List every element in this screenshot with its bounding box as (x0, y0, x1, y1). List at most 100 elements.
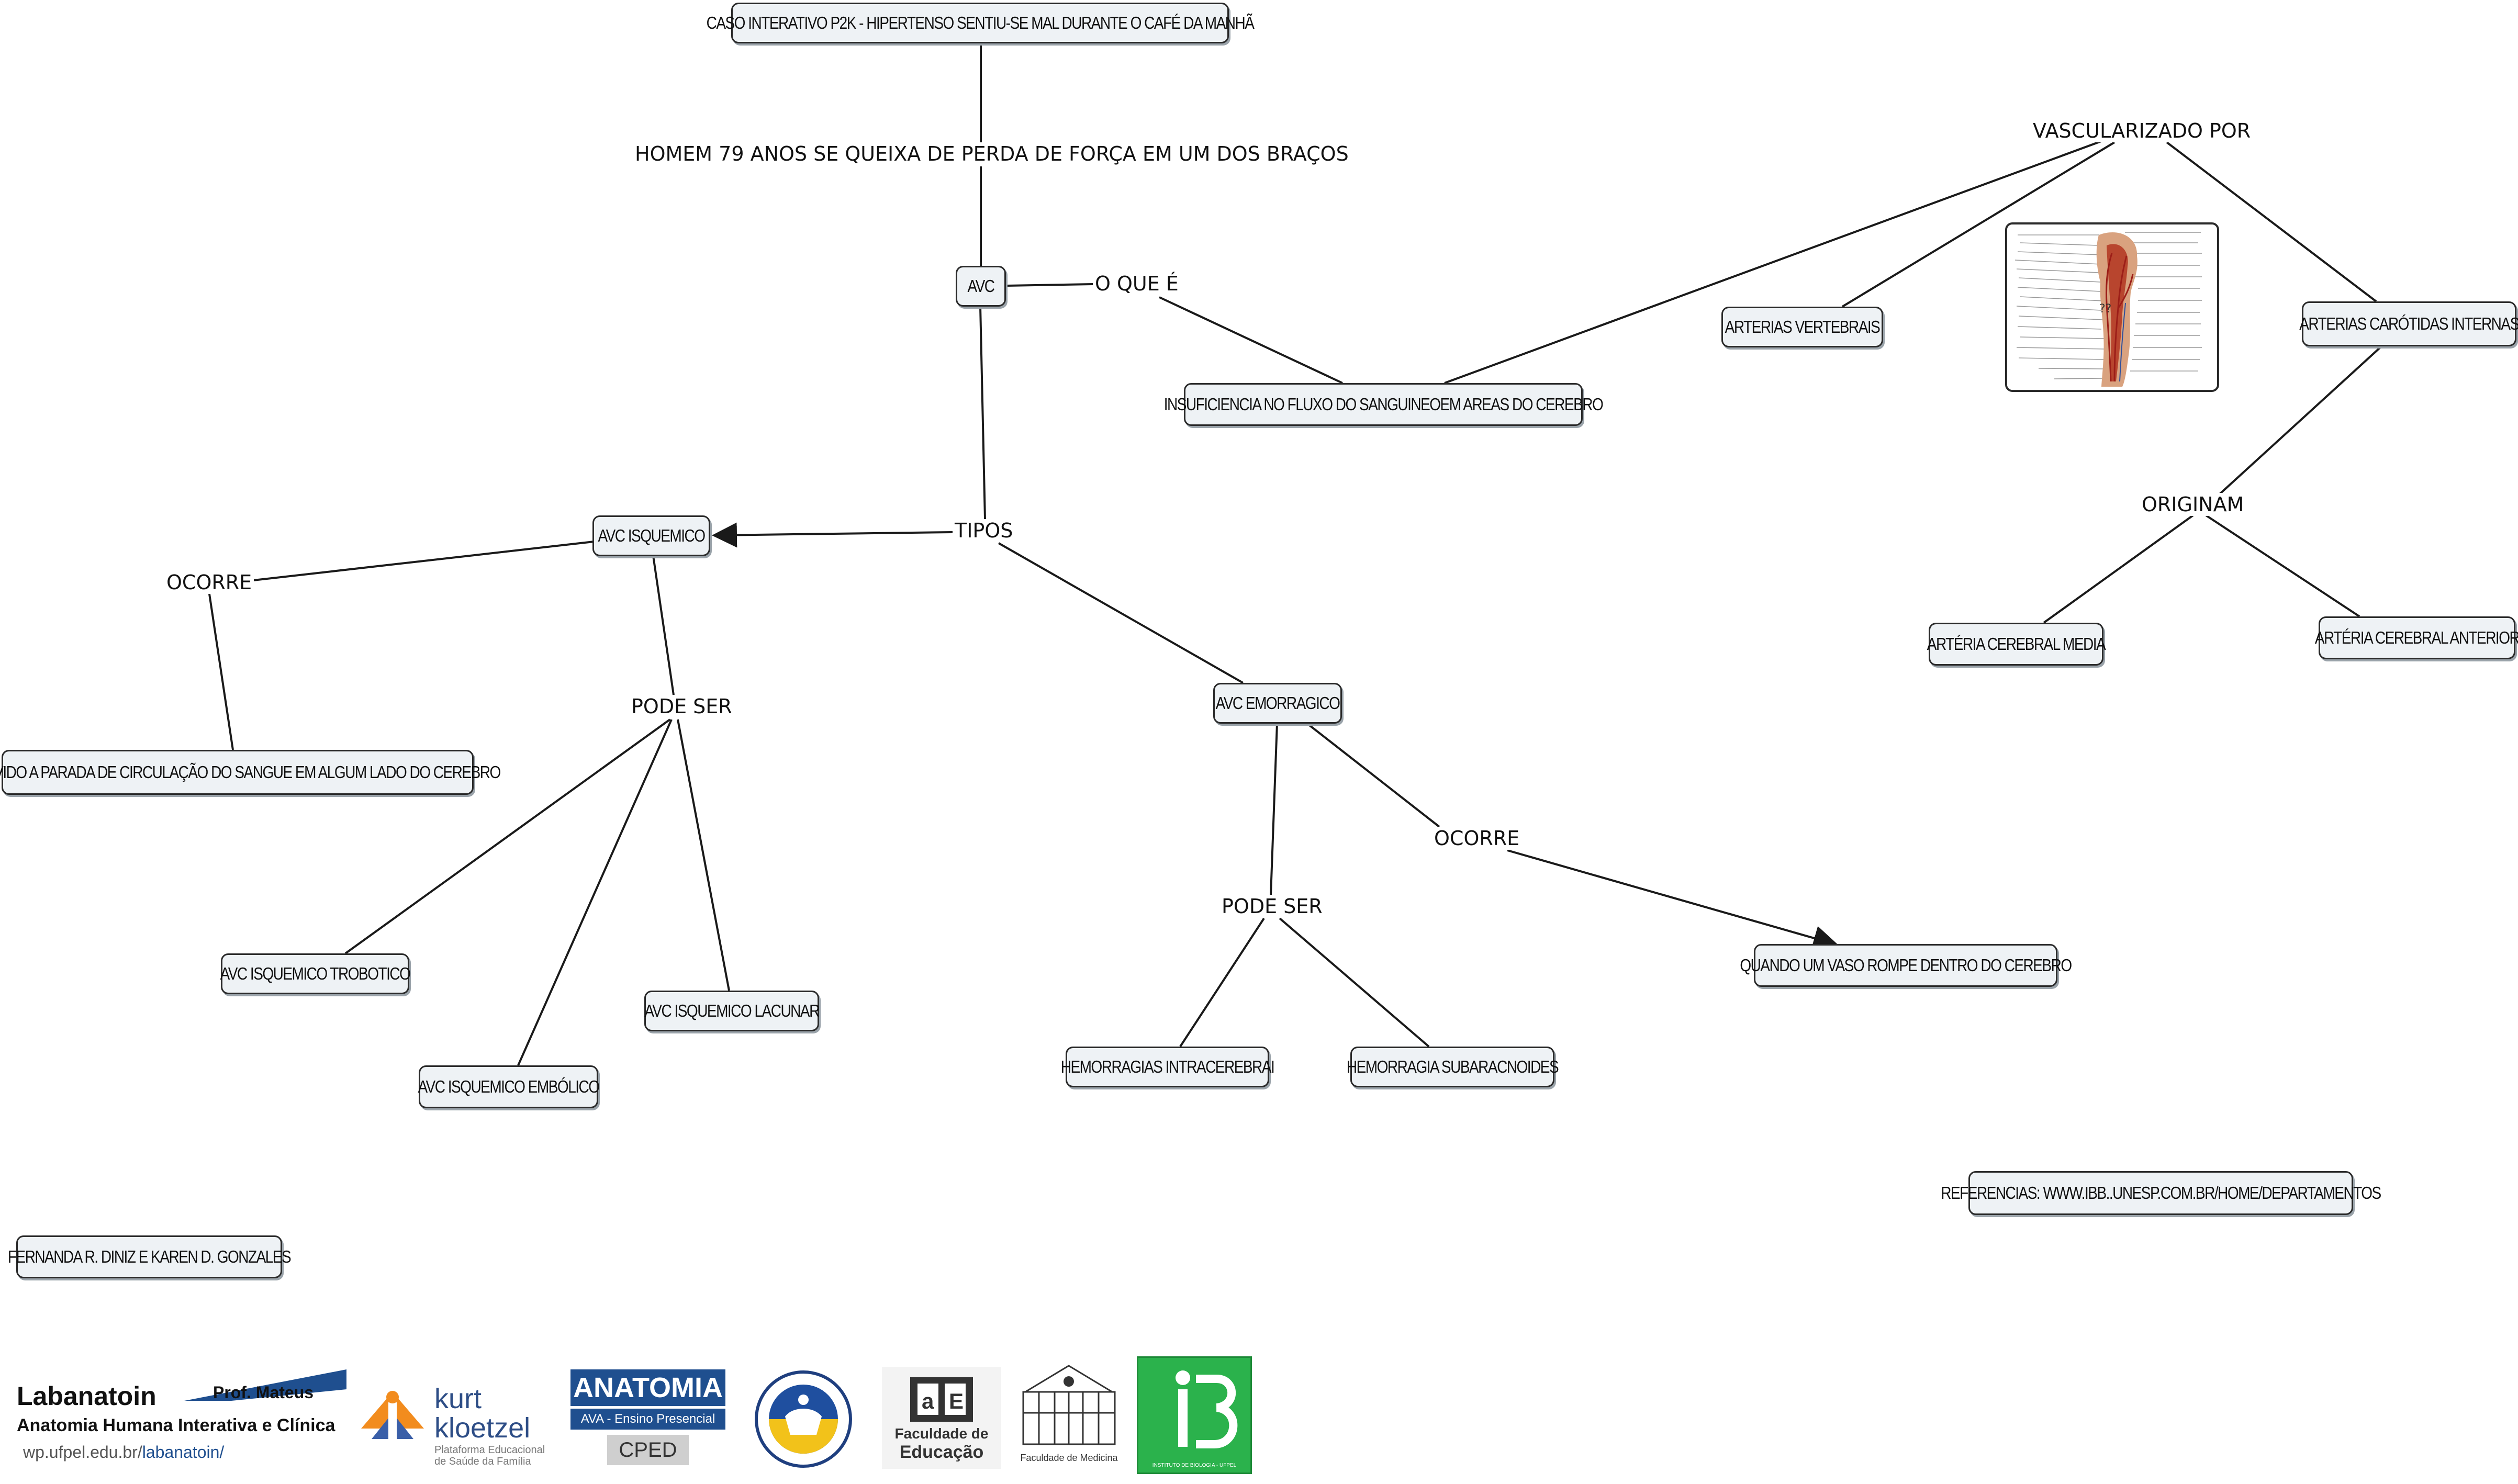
node-avc-isquemico-trobotico-text: AVC ISQUEMICO TROBOTICO (220, 963, 411, 983)
link-tipos-emorragico (998, 542, 1244, 684)
link-podeser-intracerebrai (1179, 917, 1265, 1048)
labanatoin-url[interactable]: wp.ufpel.edu.br/labanatoin/ (23, 1443, 224, 1462)
node-autores-text: FERNANDA R. DINIZ E KAREN D. GONZALES (7, 1246, 292, 1266)
faculdade-medicina-logo[interactable]: Faculdade de Medicina (1013, 1361, 1125, 1470)
kurt-line1: kurt (434, 1383, 482, 1414)
node-hemorragias-intracerebrai[interactable]: HEMORRAGIAS INTRACEREBRAI (1061, 1047, 1275, 1087)
node-autores[interactable]: FERNANDA R. DINIZ E KAREN D. GONZALES (8, 1235, 292, 1278)
label-o-que-e: O QUE É (1093, 272, 1181, 295)
node-arterias-vertebrais[interactable]: ARTERIAS VERTEBRAIS (1721, 307, 1883, 347)
fae-line1: Faculdade de (894, 1425, 989, 1442)
head-neck-vessels-illustration: ?? (2007, 224, 2217, 390)
link-oquee-insuficiencia (1159, 296, 1343, 384)
node-hemorragia-subaracnoides[interactable]: HEMORRAGIA SUBARACNOIDES (1347, 1047, 1559, 1087)
kurt-sub2: de Saúde da Família (434, 1456, 531, 1467)
node-avc-isquemico-trobotico[interactable]: AVC ISQUEMICO TROBOTICO (220, 953, 411, 994)
anatomia-title: ANATOMIA (570, 1369, 725, 1406)
node-avc-isquemico[interactable]: AVC ISQUEMICO (592, 515, 710, 556)
medicina-building-icon (1022, 1365, 1116, 1445)
node-arteria-cerebral-anterior-text: ARTÉRIA CEREBRAL ANTERIOR (2314, 627, 2518, 647)
link-isquemico-ocorre (248, 541, 595, 582)
link-ocorre-devido (208, 593, 234, 750)
labanatoin-url-base: wp.ufpel.edu.br/ (23, 1443, 142, 1461)
anatomia-sub: AVA - Ensino Presencial (570, 1409, 725, 1430)
link-podeser-lacunar (677, 719, 730, 991)
node-case-title-text: CASO INTERATIVO P2K - HIPERTENSO SENTIU-… (706, 13, 1255, 32)
fae-line2: Educação (899, 1442, 984, 1462)
node-avc-isquemico-lacunar-text: AVC ISQUEMICO LACUNAR (644, 1000, 820, 1020)
labanatoin-url-path: labanatoin/ (142, 1443, 225, 1461)
link-podeser-trobotico (344, 718, 671, 954)
ib-caption: INSTITUTO DE BIOLOGIA - UFPEL (1152, 1463, 1237, 1468)
svg-text:a: a (922, 1389, 934, 1413)
labanatoin-title: Labanatoin (17, 1381, 156, 1411)
instituto-biologia-logo[interactable]: INSTITUTO DE BIOLOGIA - UFPEL (1137, 1356, 1252, 1474)
label-vascularizado-por: VASCULARIZADO POR (2031, 119, 2253, 142)
kurt-kloetzel-icon (361, 1391, 424, 1449)
link-emorragico-podeser (1270, 723, 1278, 895)
node-avc-isquemico-lacunar[interactable]: AVC ISQUEMICO LACUNAR (644, 991, 820, 1031)
node-hemorragias-intracerebrai-text: HEMORRAGIAS INTRACEREBRAI (1060, 1056, 1275, 1076)
link-originam-media (2043, 514, 2194, 624)
anatomy-image-node[interactable]: ?? (2005, 222, 2219, 392)
node-arteria-cerebral-media-text: ARTÉRIA CEREBRAL MEDIA (1927, 634, 2106, 654)
node-avc-isquemico-text: AVC ISQUEMICO (598, 525, 706, 545)
link-avc-oquee (1005, 283, 1093, 287)
link-originam-anterior (2205, 514, 2360, 617)
node-hemorragia-subaracnoides-text: HEMORRAGIA SUBARACNOIDES (1346, 1056, 1559, 1076)
node-avc[interactable]: AVC (956, 266, 1006, 307)
image-caption: ?? (2099, 302, 2111, 316)
node-avc-isquemico-embolico[interactable]: AVC ISQUEMICO EMBÓLICO (418, 1065, 600, 1108)
university-seal-logo[interactable] (754, 1369, 853, 1469)
node-quando-vaso-rompe-text: QUANDO UM VASO ROMPE DENTRO DO CEREBRO (1740, 955, 2072, 975)
node-quando-vaso-rompe[interactable]: QUANDO UM VASO ROMPE DENTRO DO CEREBRO (1740, 944, 2072, 987)
label-tipos: TIPOS (953, 519, 1015, 542)
link-emorragico-ocorre (1306, 723, 1440, 828)
node-arteria-cerebral-anterior[interactable]: ARTÉRIA CEREBRAL ANTERIOR (2315, 616, 2518, 659)
node-avc-emorragico-text: AVC EMORRAGICO (1215, 693, 1340, 713)
ib-mark-icon (1176, 1370, 1238, 1448)
labanatoin-banner-shape (184, 1369, 346, 1401)
labanatoin-logo[interactable]: Labanatoin Prof. Mateus Anatomia Humana … (12, 1369, 346, 1469)
link-carotidas-originam (2218, 345, 2382, 496)
svg-text:E: E (949, 1389, 964, 1413)
link-podeser-embolico (517, 719, 673, 1066)
link-vascularizado-carotidas (2166, 141, 2377, 302)
label-homem: HOMEM 79 ANOS SE QUEIXA DE PERDA DE FORÇ… (633, 142, 1351, 165)
medicina-label: Faculdade de Medicina (1020, 1453, 1118, 1463)
node-avc-emorragico[interactable]: AVC EMORRAGICO (1213, 683, 1342, 724)
node-case-title[interactable]: CASO INTERATIVO P2K - HIPERTENSO SENTIU-… (707, 3, 1255, 43)
link-podeser-subaracnoides (1279, 917, 1430, 1048)
node-arterias-carotidas[interactable]: ARTERIAS CARÓTIDAS INTERNAS (2299, 301, 2518, 346)
kurt-line2: kloetzel (434, 1412, 531, 1444)
label-originam: ORIGINAM (2140, 493, 2246, 516)
label-pode-ser-isquemico: PODE SER (629, 695, 734, 718)
kurt-sub1: Plataforma Educacional (434, 1444, 545, 1456)
node-referencias[interactable]: REFERENCIAS: www.ibb..unesp.com.br/home/… (1941, 1171, 2381, 1215)
node-arteria-cerebral-media[interactable]: ARTÉRIA CEREBRAL MEDIA (1927, 623, 2106, 666)
anatomia-ava-logo[interactable]: ANATOMIA AVA - Ensino Presencial CPED (570, 1369, 725, 1466)
link-isquemico-podeser (652, 555, 675, 695)
node-avc-isquemico-embolico-text: AVC ISQUEMICO EMBÓLICO (418, 1076, 600, 1096)
link-vascularizado-vertebrais (1841, 141, 2116, 308)
node-insuficiencia[interactable]: INSUFICIENCIA NO FLUXO DO SANGUINEOEM AR… (1164, 383, 1604, 426)
node-avc-text: AVC (967, 276, 995, 296)
node-devido-parada[interactable]: DEVIDO A PARADA DE CIRCULAÇÃO DO SANGUE … (0, 750, 501, 795)
link-tipos-isquemico (712, 522, 953, 548)
node-devido-parada-text: DEVIDO A PARADA DE CIRCULAÇÃO DO SANGUE … (0, 762, 501, 782)
node-referencias-text: REFERENCIAS: www.ibb..unesp.com.br/home/… (1941, 1183, 2381, 1202)
link-ocorre-quando (1507, 849, 1839, 951)
labanatoin-subtitle: Anatomia Humana Interativa e Clínica (17, 1415, 335, 1435)
fae-logo[interactable]: a E Faculdade de Educação (882, 1367, 1001, 1469)
node-arterias-vertebrais-text: ARTERIAS VERTEBRAIS (1725, 317, 1881, 336)
seal-icon (755, 1370, 852, 1468)
node-insuficiencia-text: INSUFICIENCIA NO FLUXO DO SANGUINEOEM AR… (1163, 394, 1604, 414)
label-pode-ser-emorragico: PODE SER (1219, 895, 1325, 918)
link-insuficiencia-vascularizado (1444, 139, 2105, 384)
link-avc-tipos (979, 306, 986, 520)
fae-icon: a E (910, 1377, 973, 1422)
kurt-kloetzel-logo[interactable]: kurt kloetzel Plataforma Educacional de … (356, 1371, 552, 1470)
labanatoin-author: Prof. Mateus (213, 1383, 314, 1402)
